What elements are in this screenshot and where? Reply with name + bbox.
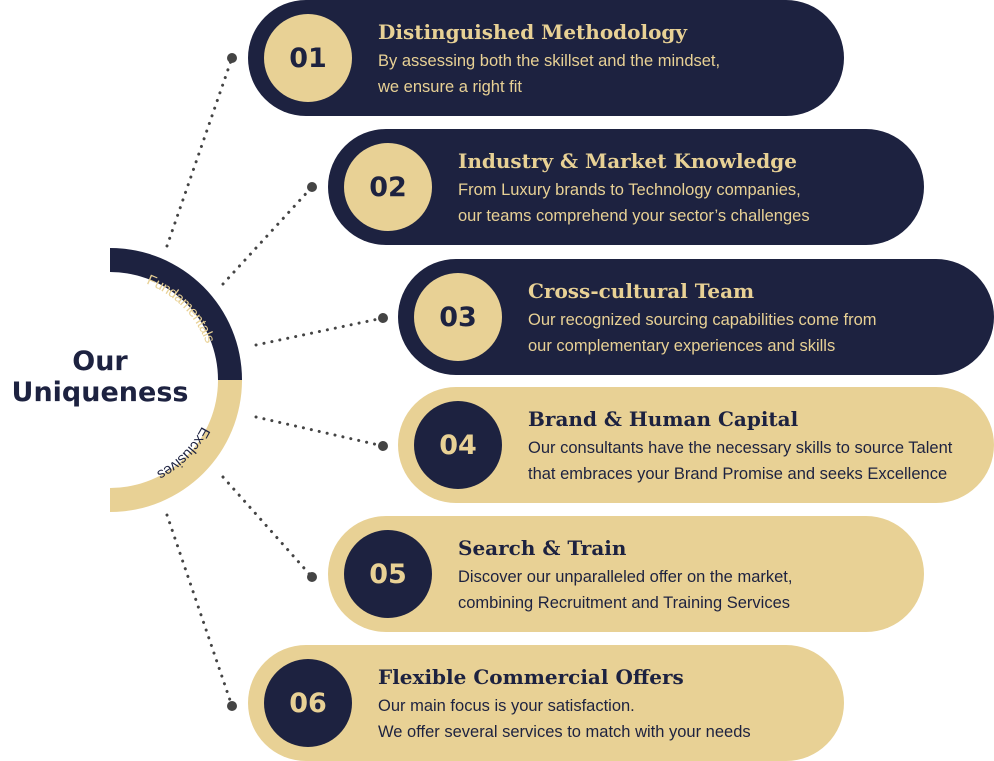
title-line-1: Our <box>72 346 128 377</box>
connector-dot-04 <box>378 441 388 451</box>
card-06: 06 Flexible Commercial Offers Our main f… <box>248 645 844 761</box>
card-description: By assessing both the skillset and the m… <box>378 48 720 100</box>
number-badge: 04 <box>414 401 502 489</box>
description-line: Our recognized sourcing capabilities com… <box>528 311 877 329</box>
fundamentals-arc <box>110 248 242 380</box>
card-03: 03 Cross-cultural Team Our recognized so… <box>398 259 994 375</box>
number-badge: 03 <box>414 273 502 361</box>
card-description: Our recognized sourcing capabilities com… <box>528 307 877 359</box>
card-heading: Industry & Market Knowledge <box>458 149 797 173</box>
description-line: our complementary experiences and skills <box>528 337 836 355</box>
number-badge: 01 <box>264 14 352 102</box>
card-heading: Brand & Human Capital <box>528 407 799 431</box>
diagram-title: Our Uniqueness <box>0 346 200 408</box>
card-description: Our main focus is your satisfaction. We … <box>378 693 751 745</box>
connector-03 <box>254 316 385 347</box>
connector-02 <box>221 185 314 286</box>
connector-dot-01 <box>227 53 237 63</box>
connector-dot-02 <box>307 182 317 192</box>
description-line: Our consultants have the necessary skill… <box>528 439 953 457</box>
number-badge: 05 <box>344 530 432 618</box>
card-02: 02 Industry & Market Knowledge From Luxu… <box>328 129 924 245</box>
description-line: From Luxury brands to Technology compani… <box>458 181 801 199</box>
card-05: 05 Search & Train Discover our unparalle… <box>328 516 924 632</box>
description-line: that embraces your Brand Promise and see… <box>528 465 948 483</box>
card-heading: Distinguished Methodology <box>378 20 688 44</box>
number-badge: 02 <box>344 143 432 231</box>
connector-dot-05 <box>307 572 317 582</box>
description-line: Discover our unparalleled offer on the m… <box>458 568 793 586</box>
connector-05 <box>221 475 314 579</box>
card-heading: Search & Train <box>458 536 627 560</box>
description-line: By assessing both the skillset and the m… <box>378 52 721 70</box>
card-04: 04 Brand & Human Capital Our consultants… <box>398 387 994 503</box>
card-description: Our consultants have the necessary skill… <box>528 435 952 487</box>
description-line: our teams comprehend your sector’s chall… <box>458 207 810 225</box>
description-line: we ensure a right fit <box>378 78 522 96</box>
description-line: combining Recruitment and Training Servi… <box>458 594 790 612</box>
connector-04 <box>254 415 385 448</box>
description-line: We offer several services to match with … <box>378 723 751 741</box>
card-heading: Flexible Commercial Offers <box>378 665 684 689</box>
number-badge: 06 <box>264 659 352 747</box>
title-line-2: Uniqueness <box>11 377 189 408</box>
exclusives-arc <box>110 380 242 512</box>
connector-dot-06 <box>227 701 237 711</box>
card-heading: Cross-cultural Team <box>528 279 755 303</box>
card-description: Discover our unparalleled offer on the m… <box>458 564 792 616</box>
connector-06 <box>165 513 234 708</box>
card-description: From Luxury brands to Technology compani… <box>458 177 810 229</box>
description-line: Our main focus is your satisfaction. <box>378 697 635 715</box>
connector-01 <box>165 56 234 248</box>
card-01: 01 Distinguished Methodology By assessin… <box>248 0 844 116</box>
connector-dot-03 <box>378 313 388 323</box>
